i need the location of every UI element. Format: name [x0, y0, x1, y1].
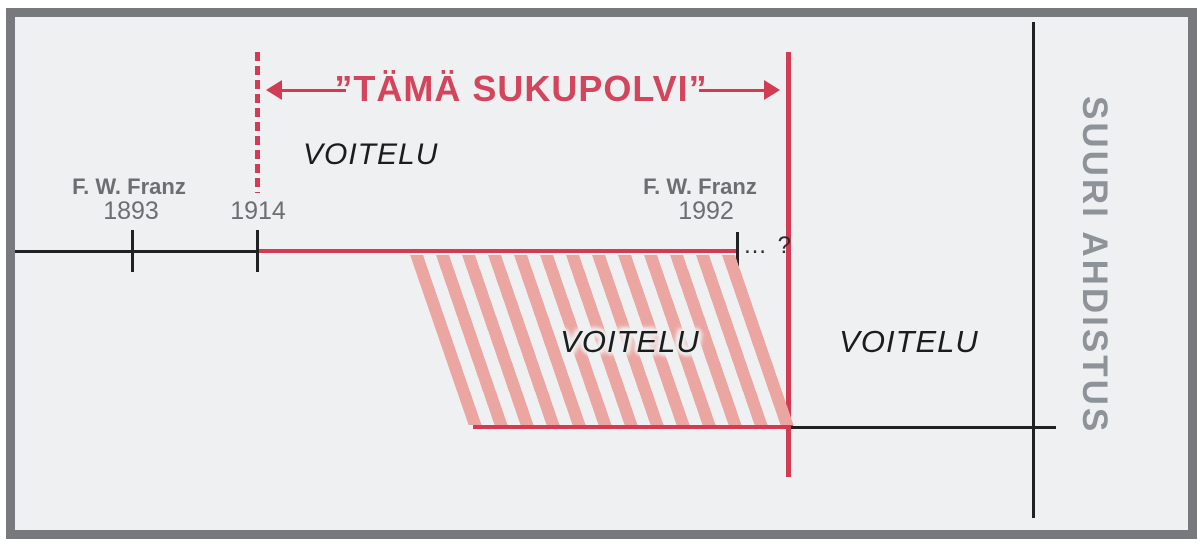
- tribulation-start-line: [1032, 22, 1035, 518]
- generation-start-dashed-line: [255, 52, 260, 193]
- timeline-black-segment: [15, 250, 259, 253]
- generation-span-label: ”TÄMÄ SUKUPOLVI”: [334, 68, 708, 109]
- right-person-name: F. W. Franz: [643, 174, 757, 199]
- anointing-label-1: VOITELU: [303, 138, 439, 171]
- arrowhead-left-icon: [266, 80, 282, 100]
- generation-end-red-line: [786, 52, 791, 477]
- anointing-label-3: VOITELU: [839, 324, 979, 359]
- tick-1914: [256, 230, 259, 272]
- stripe-bottom-red-line: [473, 425, 793, 429]
- tick-1992: [736, 232, 739, 272]
- left-person-name: F. W. Franz: [72, 174, 186, 199]
- continuation-question-label: … ?: [743, 232, 794, 259]
- anointing-label-2: VOITELU: [560, 324, 700, 359]
- start-year-label: 1914: [230, 197, 286, 225]
- arrow-line-right: [699, 89, 765, 92]
- timeline-red-segment: [259, 249, 738, 253]
- right-person-year: 1992: [678, 197, 734, 225]
- arrowhead-right-icon: [764, 80, 780, 100]
- left-person-year: 1893: [103, 197, 159, 225]
- arrow-line-left: [280, 89, 346, 92]
- tribulation-label: SUURI AHDISTUS: [1075, 96, 1114, 435]
- lower-black-line: [791, 426, 1056, 429]
- tick-1893: [131, 230, 134, 272]
